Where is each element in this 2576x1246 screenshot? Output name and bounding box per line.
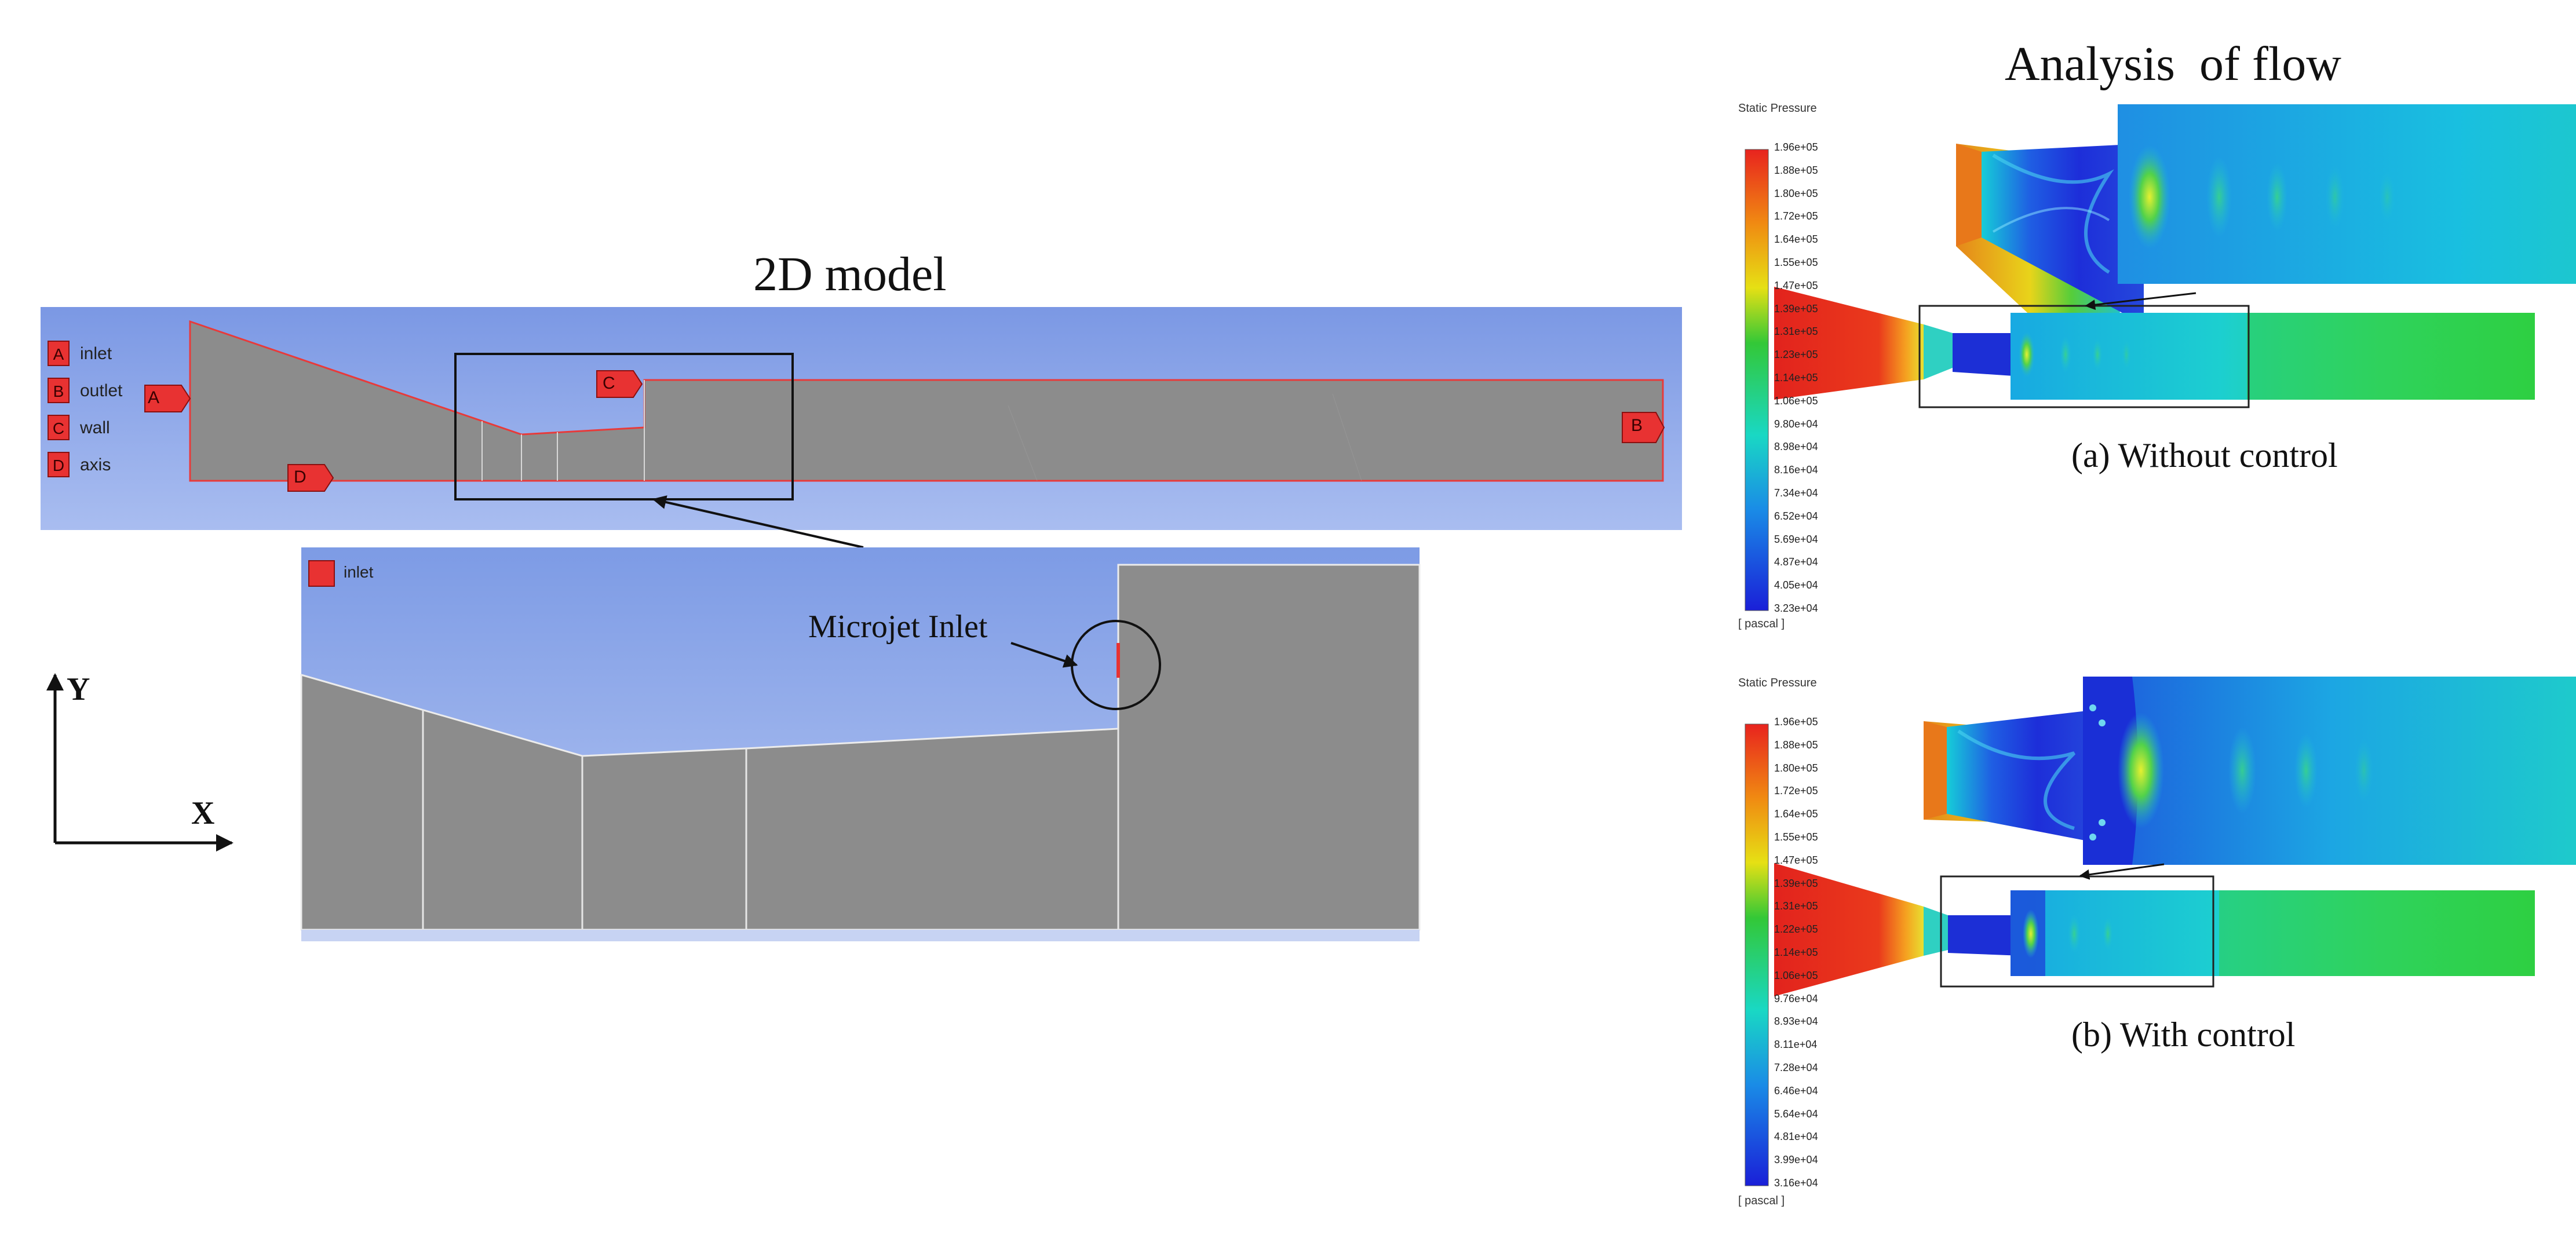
caption-a: (a) Without control bbox=[2071, 436, 2338, 474]
legend-unit-b: [ pascal ] bbox=[1738, 1194, 1785, 1207]
axis-x-label: X bbox=[191, 795, 215, 831]
colorbar-tick: 3.16e+04 bbox=[1774, 1177, 1818, 1189]
colorbar-tick: 1.22e+05 bbox=[1774, 923, 1818, 936]
colorbar-tick: 1.72e+05 bbox=[1774, 210, 1818, 222]
colorbar-tick: 8.11e+04 bbox=[1774, 1039, 1818, 1051]
colorbar-tick: 1.96e+05 bbox=[1774, 141, 1818, 153]
boundary-d-swatch: D bbox=[48, 452, 70, 477]
colorbar-tick: 1.14e+05 bbox=[1774, 947, 1818, 958]
colorbar-b bbox=[1745, 724, 1769, 1186]
colorbar-ticks-b: 1.96e+05 1.88e+05 1.80e+05 1.72e+05 1.64… bbox=[1774, 716, 1844, 1191]
model-overview bbox=[41, 307, 1682, 549]
colorbar-tick: 1.64e+05 bbox=[1774, 808, 1818, 820]
boundary-b-label: outlet bbox=[80, 381, 123, 400]
colorbar-tick: 9.76e+04 bbox=[1774, 992, 1818, 1004]
colorbar-tick: 1.31e+05 bbox=[1774, 900, 1818, 912]
boundary-tag-b bbox=[1622, 412, 1665, 443]
colorbar-tick: 5.64e+04 bbox=[1774, 1108, 1818, 1120]
boundary-c-label: wall bbox=[80, 418, 110, 437]
tag-b-letter: B bbox=[1631, 416, 1643, 435]
coordinate-axes bbox=[46, 673, 233, 852]
boundary-a-swatch: A bbox=[48, 341, 70, 366]
legend-unit-a: [ pascal ] bbox=[1738, 617, 1785, 630]
colorbar-tick: 8.93e+04 bbox=[1774, 1015, 1818, 1028]
colorbar-tick: 1.80e+05 bbox=[1774, 187, 1818, 199]
colorbar-tick: 1.88e+05 bbox=[1774, 164, 1818, 176]
zoom-legend-label: inlet bbox=[344, 563, 374, 581]
colorbar-tick: 1.39e+05 bbox=[1774, 302, 1818, 315]
microjet-arrow bbox=[1010, 642, 1078, 668]
legend-title-b: Static Pressure bbox=[1738, 677, 1817, 689]
flow-zoom-box-b bbox=[1940, 875, 2214, 988]
colorbar-tick: 1.55e+05 bbox=[1774, 257, 1818, 268]
caption-b: (b) With control bbox=[2071, 1015, 2296, 1054]
boundary-a-label: inlet bbox=[80, 344, 112, 363]
colorbar-tick: 4.87e+04 bbox=[1774, 556, 1818, 568]
colorbar-tick: 3.23e+04 bbox=[1774, 602, 1818, 614]
microjet-label: Microjet Inlet bbox=[808, 609, 988, 645]
colorbar-tick: 1.96e+05 bbox=[1774, 716, 1818, 728]
colorbar-tick: 1.39e+05 bbox=[1774, 877, 1818, 889]
colorbar-tick: 9.80e+04 bbox=[1774, 418, 1818, 430]
axis-y-label: Y bbox=[67, 671, 90, 707]
colorbar-tick: 1.55e+05 bbox=[1774, 831, 1818, 843]
colorbar-tick: 1.47e+05 bbox=[1774, 279, 1818, 291]
colorbar-ticks-a: 1.96e+05 1.88e+05 1.80e+05 1.72e+05 1.64… bbox=[1774, 141, 1844, 616]
boundary-tag-a bbox=[144, 385, 191, 412]
colorbar-tick: 4.05e+04 bbox=[1774, 579, 1818, 591]
colorbar-tick: 4.81e+04 bbox=[1774, 1131, 1818, 1143]
colorbar-tick: 1.64e+05 bbox=[1774, 233, 1818, 246]
boundary-b-swatch: B bbox=[48, 378, 70, 403]
boundary-d-label: axis bbox=[80, 455, 111, 474]
colorbar-tick: 5.69e+04 bbox=[1774, 533, 1818, 545]
colorbar-tick: 6.52e+04 bbox=[1774, 510, 1818, 522]
tag-c-letter: C bbox=[603, 374, 615, 393]
colorbar-tick: 3.99e+04 bbox=[1774, 1154, 1818, 1166]
boundary-c-swatch: C bbox=[48, 415, 70, 440]
nozzle-geometry bbox=[189, 320, 1664, 482]
colorbar-tick: 1.06e+05 bbox=[1774, 394, 1818, 407]
boundary-tag-d bbox=[287, 464, 334, 492]
colorbar-a bbox=[1745, 149, 1769, 611]
zoom-view bbox=[300, 547, 1421, 941]
zoom-region-box bbox=[454, 353, 794, 500]
colorbar-tick: 7.34e+04 bbox=[1774, 487, 1818, 499]
tag-d-letter: D bbox=[294, 467, 307, 487]
boundary-tag-c bbox=[596, 370, 643, 398]
colorbar-tick: 1.47e+05 bbox=[1774, 854, 1818, 866]
colorbar-tick: 1.72e+05 bbox=[1774, 785, 1818, 797]
analysis-title: Analysis of flow bbox=[2005, 37, 2341, 91]
colorbar-tick: 1.06e+05 bbox=[1774, 969, 1818, 981]
colorbar-tick: 6.46e+04 bbox=[1774, 1084, 1818, 1097]
model-title: 2D model bbox=[753, 247, 947, 301]
tag-a-letter: A bbox=[148, 388, 160, 407]
colorbar-tick: 1.80e+05 bbox=[1774, 762, 1818, 774]
colorbar-tick: 1.14e+05 bbox=[1774, 372, 1818, 383]
zoom-arrow bbox=[652, 495, 864, 549]
flow-panel-b bbox=[1745, 677, 2576, 1186]
colorbar-tick: 8.16e+04 bbox=[1774, 464, 1818, 476]
zoom-inlet-swatch bbox=[308, 560, 335, 587]
colorbar-tick: 7.28e+04 bbox=[1774, 1062, 1818, 1073]
colorbar-tick: 1.31e+05 bbox=[1774, 326, 1818, 338]
legend-title-a: Static Pressure bbox=[1738, 102, 1817, 115]
colorbar-tick: 8.98e+04 bbox=[1774, 441, 1818, 453]
colorbar-tick: 1.88e+05 bbox=[1774, 739, 1818, 751]
flow-zoom-box-a bbox=[1918, 305, 2250, 408]
colorbar-tick: 1.23e+05 bbox=[1774, 349, 1818, 361]
flow-panel-a bbox=[1745, 104, 2576, 611]
